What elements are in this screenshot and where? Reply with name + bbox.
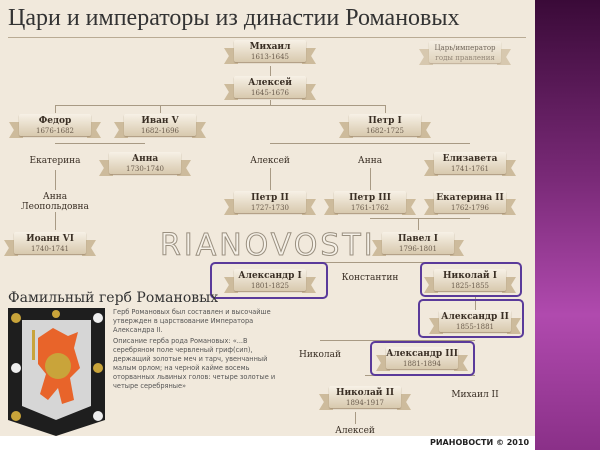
connector bbox=[418, 218, 419, 230]
connector bbox=[385, 105, 386, 113]
highlight-aleksandr-i bbox=[210, 262, 328, 299]
relative-konstantin: Константин bbox=[341, 273, 399, 283]
highlight-aleksandr-iii bbox=[370, 341, 475, 376]
divider bbox=[8, 37, 526, 38]
relative-aleksey-son: Алексей bbox=[335, 426, 375, 436]
relative-anna: Анна bbox=[357, 156, 383, 166]
connector bbox=[55, 105, 56, 113]
connector bbox=[55, 212, 56, 230]
connector bbox=[55, 170, 56, 190]
relative-ekaterina: Екатерина bbox=[29, 156, 81, 166]
relative-mikhail-ii: Михаил II bbox=[451, 390, 499, 400]
connector bbox=[270, 100, 271, 105]
connector bbox=[55, 105, 386, 106]
connector bbox=[160, 105, 161, 113]
relative-aleksey: Алексей bbox=[250, 156, 290, 166]
coat-of-arms-image bbox=[8, 308, 105, 436]
connector bbox=[320, 340, 475, 341]
connector bbox=[370, 218, 470, 219]
crest-description: Герб Романовых был составлен и высочайше… bbox=[113, 308, 276, 390]
crest-title: Фамильный герб Романовых bbox=[8, 290, 219, 306]
connector bbox=[270, 168, 271, 190]
connector bbox=[270, 143, 470, 144]
watermark: RIANOVOSTI bbox=[160, 228, 376, 264]
connector bbox=[270, 262, 470, 263]
connector bbox=[270, 66, 271, 76]
relative-nikolay: Николай bbox=[299, 350, 341, 360]
page-title: Цари и императоры из династии Романовых bbox=[8, 5, 460, 31]
highlight-aleksandr-ii bbox=[418, 299, 524, 338]
connector bbox=[355, 412, 356, 424]
slide-side-decoration bbox=[535, 0, 600, 450]
highlight-nikolay-i bbox=[420, 262, 522, 297]
connector bbox=[55, 143, 145, 144]
connector bbox=[370, 168, 371, 190]
connector bbox=[475, 296, 476, 310]
slide-image: Цари и императоры из династии Романовых … bbox=[0, 0, 535, 436]
credit: РИАНОВОСТИ © 2010 bbox=[430, 438, 530, 447]
relative-anna-leopoldovna: Анна Леопольдовна bbox=[21, 192, 89, 212]
